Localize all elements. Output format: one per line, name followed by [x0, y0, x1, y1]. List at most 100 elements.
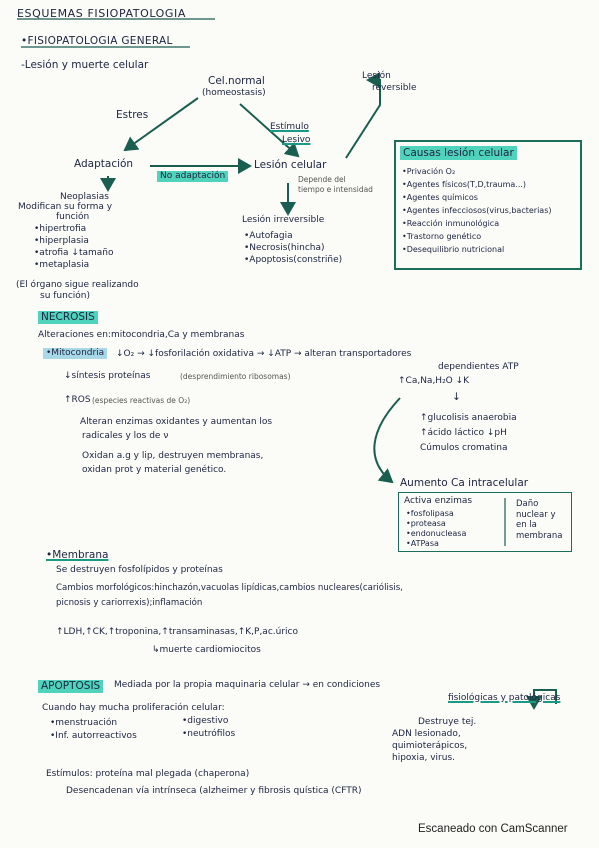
- page-title: ESQUEMAS FISIOPATOLOGIA: [17, 7, 187, 20]
- homeostasis: (homeostasis): [202, 88, 266, 98]
- dano-line: nuclear y: [516, 509, 556, 520]
- ros-note: (especies reactivas de O₂): [92, 396, 191, 405]
- list-item: •atrofia ↓tamaño: [34, 248, 114, 258]
- causas-list: •Privación O₂ •Agentes físicos(T,D,traum…: [402, 167, 552, 254]
- cel-normal: Cel.normal: [208, 75, 265, 87]
- mitocondria-text: ↓O₂ → ↓fosforilación oxidativa → ↓ATP → …: [116, 349, 412, 359]
- organo-1: (El órgano sigue realizando: [16, 280, 139, 290]
- causas-box: Causas lesión celular •Privación O₂ •Age…: [394, 140, 582, 270]
- list-item: •ATPasa: [406, 539, 439, 548]
- apoptosis-heading: APOPTOSIS: [38, 680, 104, 693]
- organo-2: su función): [40, 291, 91, 301]
- estimulo-label-2: Lesivo: [282, 135, 311, 145]
- arrow-to-destruye: [526, 689, 557, 710]
- list-item: •hiperplasia: [34, 236, 89, 246]
- sintesis-note: (desprendimiento ribosomas): [180, 372, 291, 381]
- neoplasias-label: Neoplasias: [60, 192, 109, 202]
- list-item: •Agentes físicos(T,D,trauma...): [402, 180, 527, 189]
- list-item: •metaplasia: [34, 260, 90, 270]
- list-item: •fosfolipasa: [406, 509, 454, 518]
- alteran-1: Alteran enzimas oxidantes y aumentan los: [80, 417, 273, 427]
- membrana-line3: picnosis y cariorrexis);inflamación: [56, 598, 203, 608]
- arrow-to-aumento-ca: [373, 397, 401, 484]
- list-item: •Agentes infecciosos(virus,bacterias): [402, 206, 552, 215]
- list-item: •menstruación: [50, 718, 118, 728]
- apoptosis-line1: Mediada por la propia maquinaria celular…: [114, 680, 381, 690]
- lesion-celular-label: Lesión celular: [254, 159, 327, 171]
- adaptacion-list: •hipertrofia •hiperplasia •atrofia ↓tama…: [34, 225, 113, 270]
- section-title: •FISIOPATOLOGIA GENERAL: [21, 35, 173, 47]
- glucolisis-text: ↑glucolisis anaerobia: [420, 413, 517, 423]
- estimulo-label-1: Estímulo: [270, 122, 309, 132]
- list-item: Destruye tej.: [418, 717, 477, 727]
- list-item: •digestivo: [182, 716, 229, 726]
- list-item: quimioterápicos,: [392, 741, 468, 751]
- list-item: •Inf. autorreactivos: [50, 731, 137, 741]
- desencadenan-text: Desencadenan vía intrínseca (alzheimer y…: [66, 786, 362, 796]
- estimulos-text: Estímulos: proteína mal plegada (chapero…: [46, 769, 250, 779]
- list-item: •proteasa: [406, 519, 446, 528]
- arrow-to-adaptacion: [123, 97, 199, 152]
- membrana-heading: •Membrana: [46, 549, 109, 561]
- list-item: •endonucleasa: [406, 529, 467, 538]
- enzimas-list: •fosfolipasa •proteasa •endonucleasa •AT…: [406, 510, 466, 548]
- dano-text: Daño nuclear y en la membrana: [516, 500, 562, 540]
- activa-enzimas: Activa enzimas: [404, 496, 473, 506]
- destruye-list: Destruye tej. ADN lesionado, quimioteráp…: [392, 718, 476, 763]
- mitocondria-label: •Mitocondria: [43, 348, 108, 359]
- dependientes-text: dependientes ATP: [438, 362, 519, 372]
- list-item: hipoxia, virus.: [392, 753, 455, 763]
- aumento-ca-box: [398, 492, 572, 552]
- membrana-line4: ↑LDH,↑CK,↑troponina,↑transaminasas,↑K,P,…: [56, 627, 298, 637]
- alteraciones-text: Alteraciones en:mitocondria,Ca y membran…: [38, 330, 245, 340]
- alteran-2: radicales y los de ν: [82, 431, 169, 441]
- modifican-1: Modifican su forma y: [18, 202, 113, 212]
- list-item: •Reacción inmunológica: [402, 219, 500, 228]
- subsection-title: -Lesión y muerte celular: [21, 59, 149, 71]
- causas-title: Causas lesión celular: [400, 146, 517, 160]
- down-arrow: ↓: [452, 391, 461, 403]
- list-item: •Desequilibrio nutricional: [402, 245, 505, 254]
- list-item: •Autofagia: [244, 231, 293, 241]
- list-item: •Apoptosis(constriñe): [244, 255, 343, 265]
- irreversible-list: •Autofagia •Necrosis(hincha) •Apoptosis(…: [244, 232, 342, 265]
- necrosis-heading: NECROSIS: [38, 311, 98, 324]
- scanner-watermark: Escaneado con CamScanner: [418, 823, 568, 835]
- apoptosis-col1: •menstruación •Inf. autorreactivos: [50, 719, 137, 741]
- dano-line: membrana: [516, 530, 563, 541]
- membrana-line1: Se destruyen fosfolípidos y proteínas: [56, 565, 223, 575]
- apoptosis-col2: •digestivo •neutrófilos: [182, 717, 235, 739]
- list-item: •Agentes químicos: [402, 193, 478, 202]
- dano-line: Daño: [516, 499, 539, 509]
- fisiologicas-text: fisiológicas y patológicas: [448, 693, 561, 703]
- list-item: •neutrófilos: [182, 729, 236, 739]
- dano-line: en la: [516, 520, 537, 530]
- lesion-reversible-1: Lesión: [362, 71, 391, 81]
- arrow-to-reversible: [345, 72, 381, 159]
- list-item: ADN lesionado,: [392, 729, 461, 739]
- depende-2: tiempo e intensidad: [298, 185, 373, 194]
- arrow-to-lesion: [239, 103, 300, 158]
- membrana-line5: ↳muerte cardiomiocitos: [152, 645, 261, 655]
- lesion-reversible-2: reversible: [372, 83, 417, 93]
- list-item: •hipertrofia: [34, 224, 87, 234]
- cuando-text: Cuando hay mucha proliferación celular:: [42, 703, 225, 713]
- cumulos-text: Cúmulos cromatina: [420, 443, 508, 453]
- no-adaptacion-label: No adaptación: [157, 171, 229, 182]
- depende-1: Depende del: [298, 175, 346, 184]
- aumento-ca-heading: Aumento Ca intracelular: [400, 477, 529, 489]
- acido-text: ↑ácido láctico ↓pH: [420, 428, 507, 438]
- sintesis-text: ↓síntesis proteínas: [64, 371, 151, 381]
- modifican-2: función: [56, 212, 90, 222]
- lesion-irreversible-label: Lesión irreversible: [242, 215, 325, 225]
- oxidan-1: Oxidan a.g y lip, destruyen membranas,: [82, 451, 264, 461]
- membrana-line2: Cambios morfológicos:hinchazón,vacuolas …: [56, 583, 403, 593]
- adaptacion-label: Adaptación: [74, 158, 134, 170]
- ca-na-text: ↑Ca,Na,H₂O ↓K: [398, 376, 470, 386]
- ros-text: ↑ROS: [64, 395, 91, 405]
- oxidan-2: oxidan prot y material genético.: [82, 465, 227, 475]
- estres-label: Estres: [116, 109, 149, 121]
- list-item: •Privación O₂: [402, 167, 456, 176]
- list-item: •Necrosis(hincha): [244, 243, 325, 253]
